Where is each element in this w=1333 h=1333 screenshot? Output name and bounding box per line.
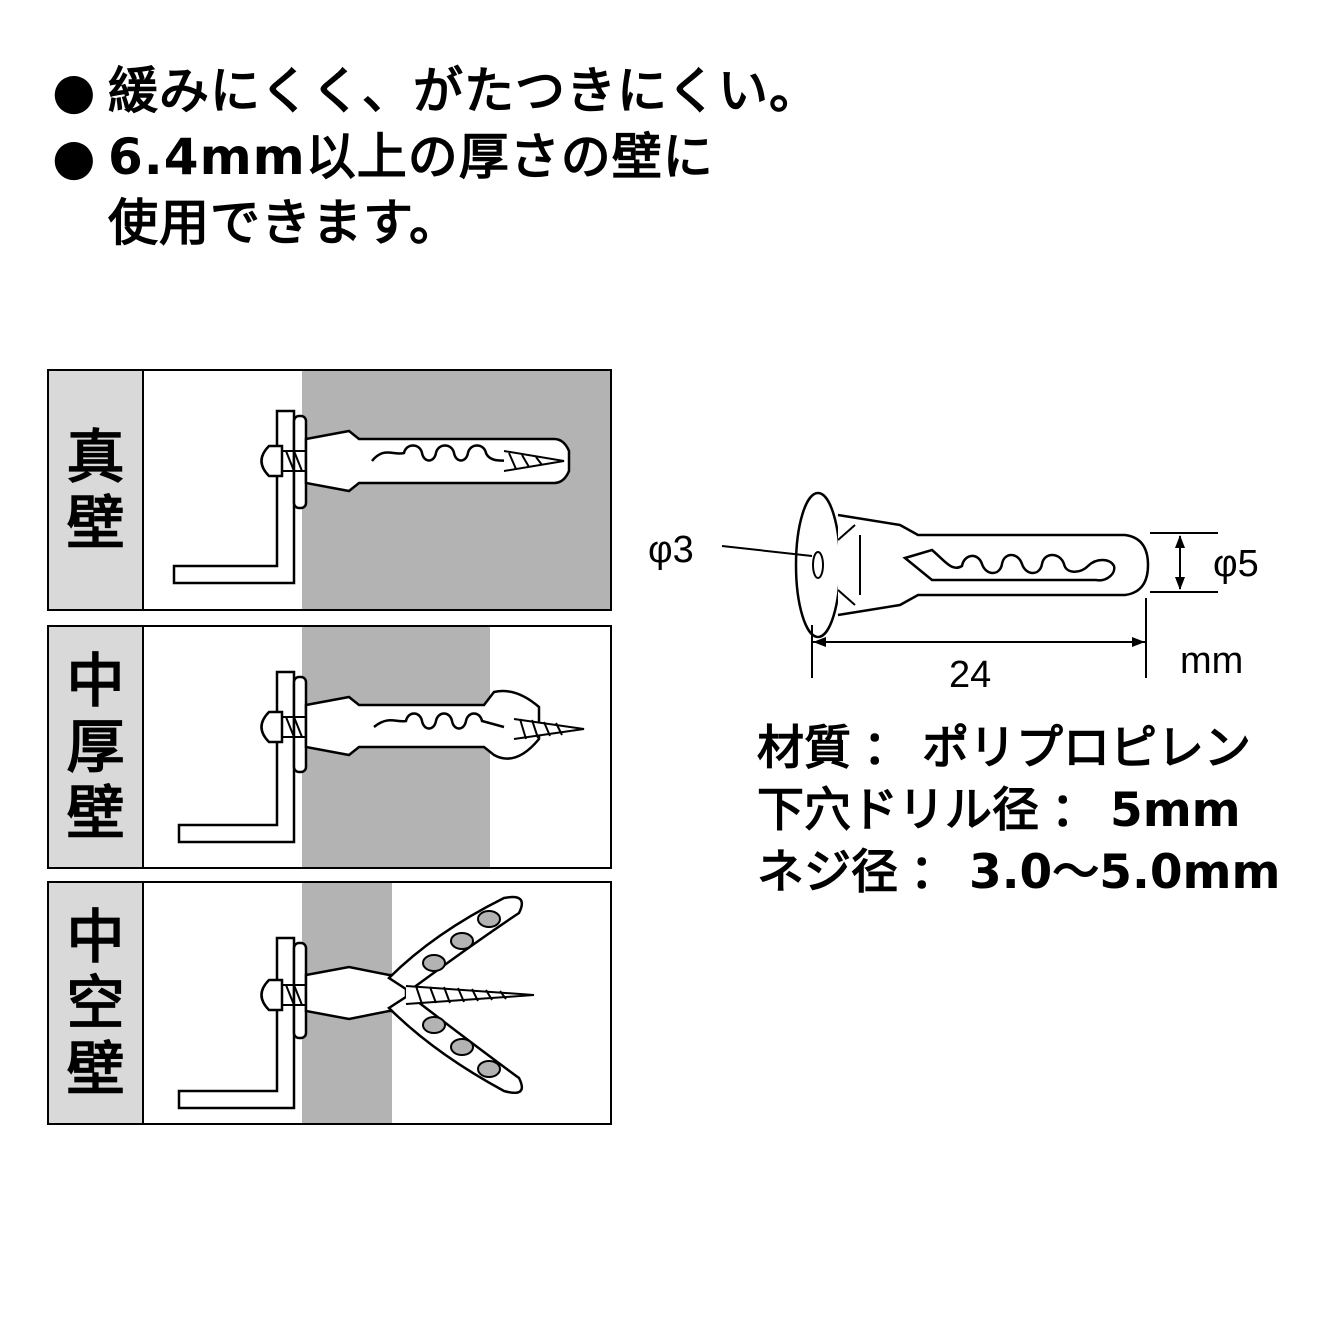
- anchor-flange: [292, 414, 308, 510]
- anchor-body: [304, 429, 571, 493]
- l-bracket: [177, 936, 296, 1110]
- anchor-dimension-drawing: [721, 491, 1218, 678]
- feature-text: 緩みにくく、がたつきにくい。: [108, 62, 820, 120]
- wall-type-label: 真 壁: [49, 371, 144, 609]
- medium-wall-panel: 中 厚 壁: [47, 625, 612, 869]
- solid-wall-illustration: [144, 371, 610, 609]
- feature-list: ●緩みにくく、がたつきにくい。 ●6.4mm以上の厚さの壁に 使用できます。: [52, 58, 820, 256]
- hollow-wall-panel: 中 空 壁: [47, 881, 612, 1125]
- body-diameter-label: φ5: [1213, 543, 1259, 585]
- wall-type-label: 中 空 壁: [49, 883, 144, 1123]
- wall-section: [302, 371, 610, 609]
- feature-item: ●緩みにくく、がたつきにくい。: [52, 58, 820, 124]
- wall-type-label: 中 厚 壁: [49, 627, 144, 867]
- screw-head: [260, 710, 284, 744]
- wing-hole: [422, 954, 446, 972]
- screw-thread: [282, 984, 306, 1006]
- feature-item: ●6.4mm以上の厚さの壁に: [52, 124, 820, 190]
- center-hole: [812, 551, 824, 579]
- unit-label: mm: [1180, 640, 1244, 682]
- bullet-icon: ●: [52, 128, 97, 186]
- screw-thread: [282, 450, 306, 472]
- spec-material: 材質：ポリプロピレン: [757, 721, 1251, 776]
- anchor-flange: [292, 675, 308, 774]
- screw-thread: [282, 716, 306, 738]
- screw-tip: [503, 450, 565, 472]
- screw-head: [260, 444, 284, 478]
- bullet-icon: ●: [52, 62, 97, 120]
- hollow-wall-illustration: [144, 883, 610, 1123]
- feature-text: 使用できます。: [108, 194, 460, 252]
- feature-item-continuation: 使用できます。: [52, 190, 820, 256]
- solid-wall-panel: 真 壁: [47, 369, 612, 611]
- phi3-leader: [721, 545, 813, 557]
- spec-drill: 下穴ドリル径：5mm: [757, 783, 1241, 838]
- l-bracket: [172, 409, 296, 585]
- wing-hole: [450, 932, 474, 950]
- spec-screw: ネジ径：3.0〜5.0mm: [757, 845, 1281, 900]
- head-diameter-label: φ3: [648, 529, 694, 571]
- wing-hole: [422, 1016, 446, 1034]
- spec-list: 材質：ポリプロピレン 下穴ドリル径：5mm ネジ径：3.0〜5.0mm: [757, 718, 1280, 904]
- wing-hole: [477, 1060, 501, 1078]
- anchor-slot: [373, 712, 505, 730]
- screw-tip: [405, 985, 535, 1005]
- medium-wall-illustration: [144, 627, 610, 867]
- feature-text: 6.4mm以上の厚さの壁に: [108, 128, 714, 186]
- screw-head: [260, 978, 284, 1012]
- length-label: 24: [949, 654, 992, 696]
- anchor-slot-side: [902, 548, 1116, 582]
- anchor-slot: [371, 444, 525, 462]
- anchor-body-side: [837, 513, 1150, 617]
- wing-hole: [450, 1038, 474, 1056]
- wing-hole: [477, 910, 501, 928]
- l-bracket: [177, 670, 296, 844]
